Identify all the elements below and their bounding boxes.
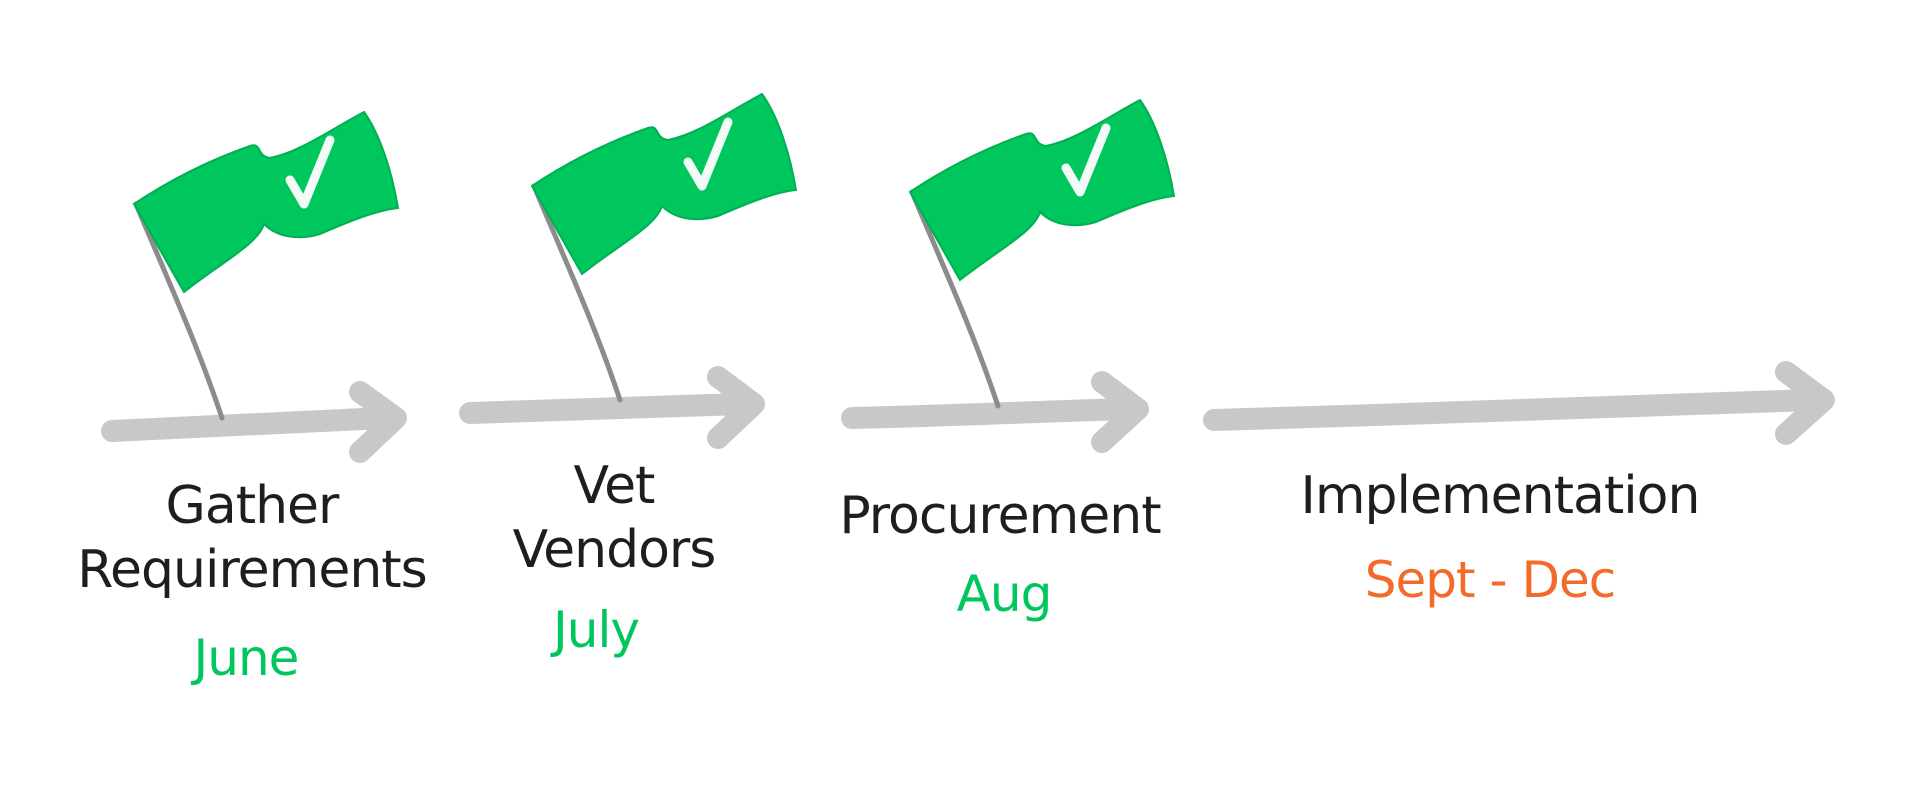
checkmark-flag-icon	[132, 110, 400, 421]
checkmark-flag-icon	[908, 98, 1176, 409]
stage-date: July	[553, 601, 640, 659]
stage-label: Implementation	[1300, 464, 1701, 528]
stage-label-line: Requirements	[77, 540, 428, 600]
arrow-stage-4	[1203, 361, 1835, 445]
stage-label-line: Vet	[573, 456, 656, 516]
stage-label-line: Implementation	[1300, 466, 1701, 526]
checkmark-flag-icon	[530, 92, 798, 403]
stage-date: Aug	[956, 565, 1053, 623]
stage-date: June	[193, 629, 300, 687]
stage-label: Procurement	[839, 484, 1161, 548]
stage-label: Gather Requirements	[77, 474, 428, 602]
stage-label-line: Procurement	[839, 486, 1161, 546]
stage-label-line: Gather	[165, 476, 340, 536]
stage-label: Vet Vendors	[512, 454, 717, 582]
arrow-stage-2	[459, 366, 765, 449]
stage-label-line: Vendors	[512, 520, 717, 580]
stage-date: Sept - Dec	[1364, 551, 1616, 609]
arrow-stage-1	[101, 381, 407, 463]
arrow-stage-3	[841, 371, 1149, 453]
